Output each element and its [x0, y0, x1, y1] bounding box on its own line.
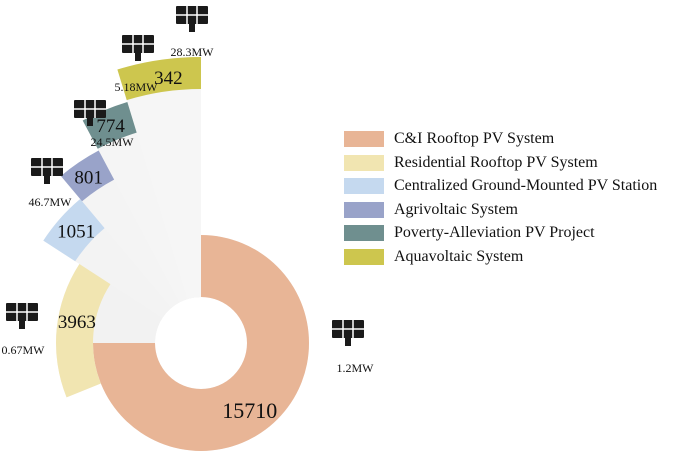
bar-residential — [55, 264, 111, 398]
floating-solar-icon — [176, 6, 208, 32]
commercial-building-solar-icon — [332, 320, 364, 346]
legend-swatch — [344, 154, 384, 171]
legend-label: Aquavoltaic System — [394, 247, 524, 265]
capacity-label-ci: 1.2MW — [337, 361, 375, 375]
agrivoltaic-icon — [74, 100, 106, 126]
ground-solar-panel-icon — [31, 158, 63, 184]
capacity-label-residential: 0.67MW — [2, 343, 46, 357]
value-label-aquavoltaic: 342 — [154, 68, 183, 89]
bar-agrivoltaic — [60, 150, 115, 202]
legend-label: Residential Rooftop PV System — [394, 153, 598, 171]
value-label-agrivoltaic: 801 — [74, 167, 103, 188]
legend-label: C&I Rooftop PV System — [394, 130, 555, 147]
person-solar-icon — [122, 35, 154, 61]
category-icons — [6, 6, 364, 346]
legend-label: Centralized Ground-Mounted PV Station — [394, 177, 658, 194]
bar-segments — [43, 57, 309, 451]
value-label-residential: 3963 — [58, 312, 96, 333]
value-labels: 15710 3963 1051 801 774 342 — [57, 68, 277, 423]
bar-centralized — [43, 198, 105, 262]
value-label-poverty: 774 — [96, 116, 125, 137]
legend-label: Poverty-Alleviation PV Project — [394, 224, 595, 241]
capacity-label-poverty: 5.18MW — [115, 80, 159, 94]
legend-swatch — [344, 225, 384, 241]
track-aquavoltaic — [117, 57, 201, 300]
legend-swatch — [344, 248, 384, 265]
value-label-centralized: 1051 — [57, 222, 95, 243]
legend-swatch — [344, 201, 384, 218]
legend-swatch — [344, 131, 384, 147]
house-solar-icon — [6, 303, 38, 329]
capacity-labels: 1.2MW 0.67MW 46.7MW 24.5MW 5.18MW 28.3MW — [2, 45, 375, 375]
capacity-label-aquavoltaic: 28.3MW — [171, 45, 215, 59]
capacity-label-agrivoltaic: 24.5MW — [91, 135, 135, 149]
value-label-ci-rooftop: 15710 — [222, 398, 277, 423]
capacity-label-centralized: 46.7MW — [29, 195, 73, 209]
bar-ci-rooftop — [93, 235, 309, 451]
bar-poverty — [82, 102, 137, 149]
legend-label: Agrivoltaic System — [394, 200, 518, 218]
legend-swatch — [344, 178, 384, 194]
bar-aquavoltaic — [117, 57, 201, 101]
